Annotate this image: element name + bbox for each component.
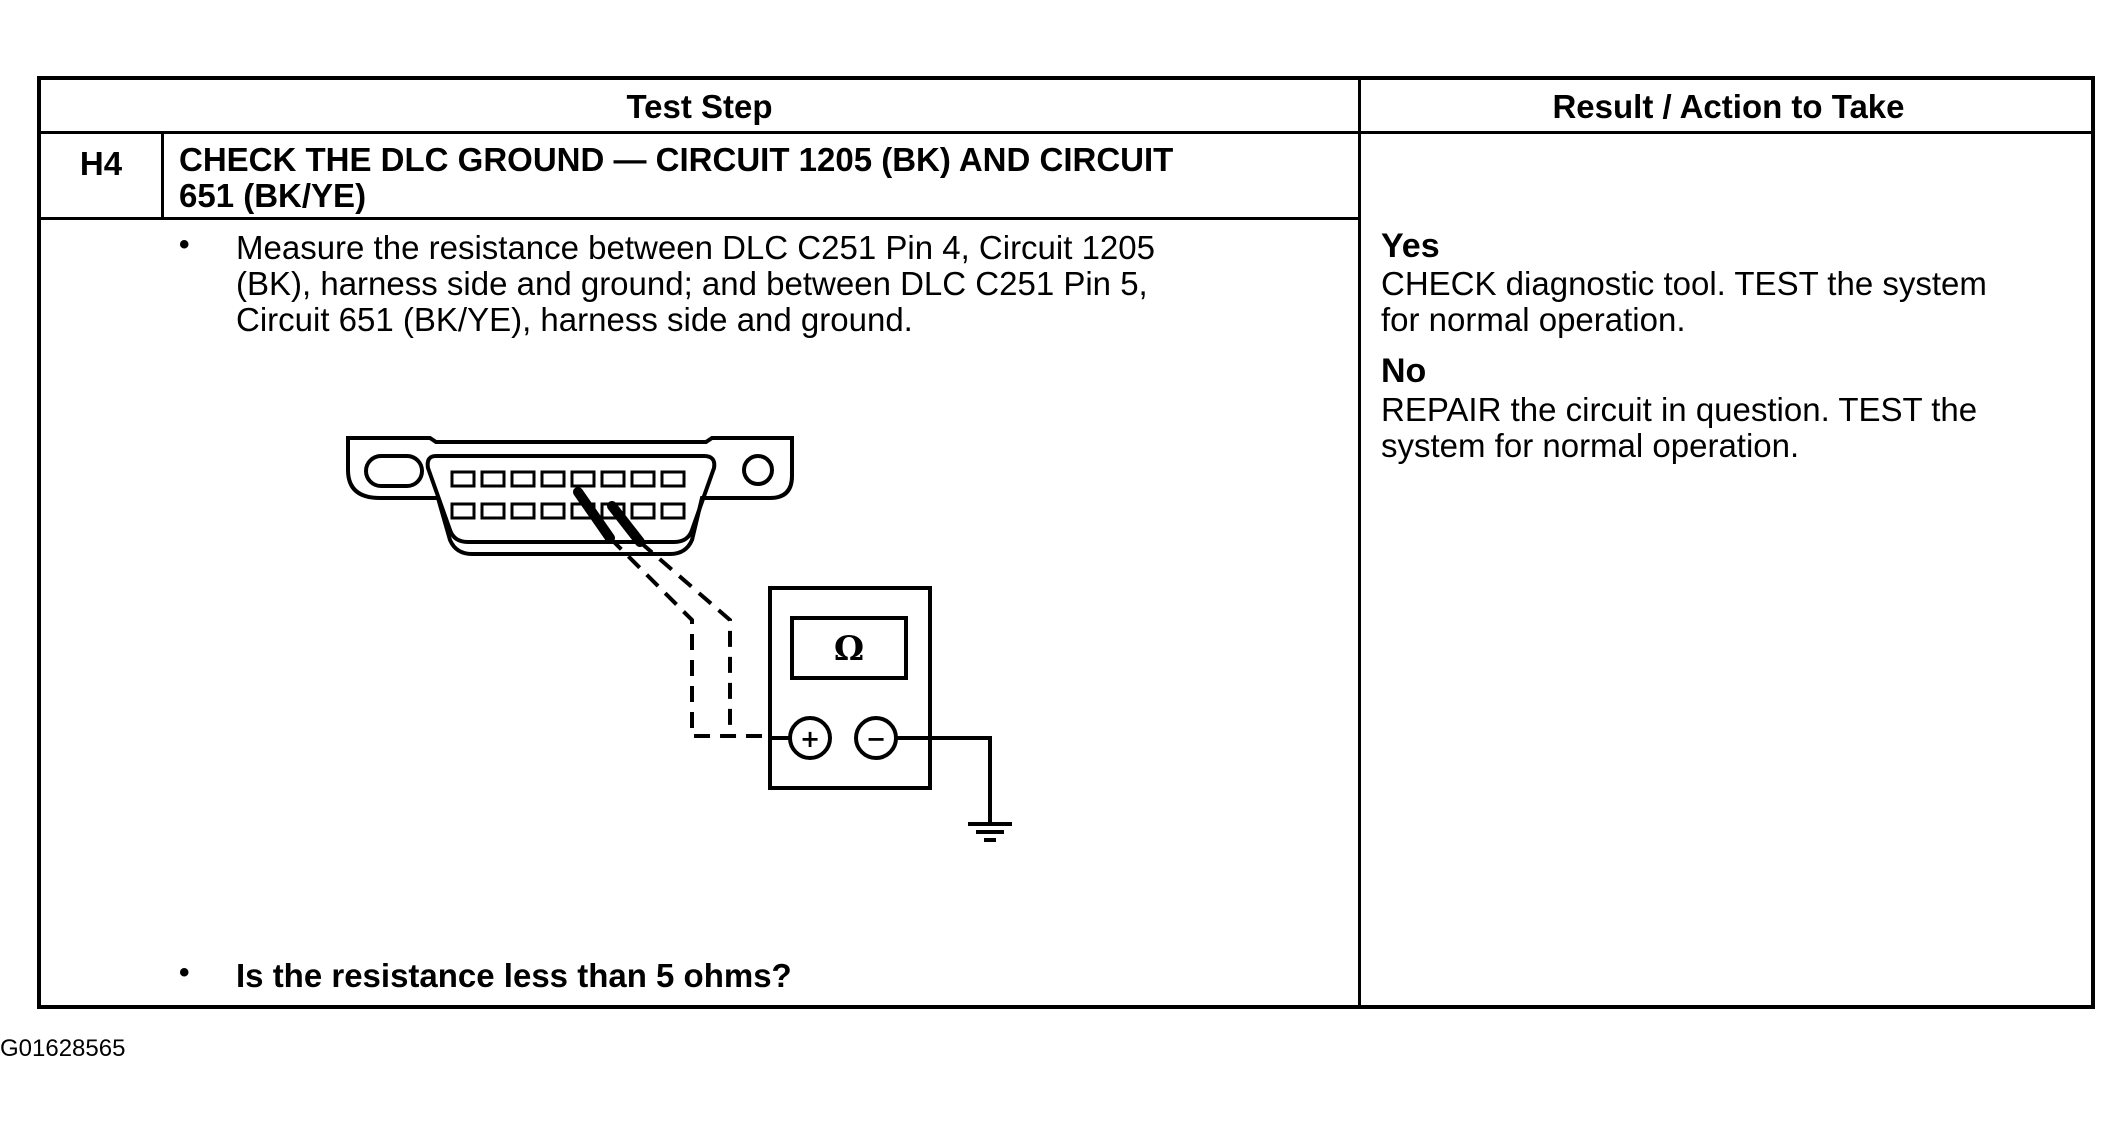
result-no-text: REPAIR the circuit in question. TEST the… (1381, 392, 2101, 464)
result-yes-text: CHECK diagnostic tool. TEST the system f… (1381, 266, 2101, 338)
dlc-connector-face (425, 454, 717, 544)
ground-icon (968, 822, 1012, 842)
result-yes-label: Yes (1381, 227, 1440, 265)
step-id: H4 (79, 145, 123, 182)
header-test-step: Test Step (626, 87, 773, 125)
dlc-pin-rows (450, 470, 686, 520)
header-divider (41, 131, 2095, 134)
result-line: CHECK diagnostic tool. TEST the system (1381, 265, 1987, 302)
result-line: system for normal operation. (1381, 427, 1800, 464)
bullet-icon: • (179, 228, 190, 261)
dlc-connector-housing (346, 436, 794, 556)
mounting-slot-icon (364, 454, 424, 488)
step-id-divider (161, 131, 164, 217)
bullet-icon: • (179, 956, 190, 989)
instruction-line: Circuit 651 (BK/YE), harness side and gr… (236, 301, 913, 338)
column-divider (1358, 80, 1361, 1009)
ohmmeter-body (768, 586, 932, 790)
result-line: REPAIR the circuit in question. TEST the (1381, 391, 1978, 428)
result-no-label: No (1381, 352, 1427, 390)
figure-id: G01628565 (0, 1035, 126, 1062)
ohm-symbol-icon: Ω (834, 629, 864, 669)
test-leads (608, 536, 770, 738)
dlc-ohmmeter-diagram: Ω + − (346, 436, 1012, 842)
step-title-line: 651 (BK/YE) (179, 177, 367, 214)
instruction-text: Measure the resistance between DLC C251 … (236, 230, 1346, 338)
step-title: CHECK THE DLC GROUND — CIRCUIT 1205 (BK)… (179, 142, 1349, 214)
header-result-action: Result / Action to Take (1552, 87, 1905, 125)
ohmmeter-display (790, 616, 908, 680)
probe-tips (573, 487, 645, 547)
test-step-table: Test Step Result / Action to Take H4 CHE… (37, 76, 2095, 1009)
plus-sign: + (800, 725, 820, 753)
step-title-line: CHECK THE DLC GROUND — CIRCUIT 1205 (BK)… (179, 141, 1174, 178)
instruction-line: (BK), harness side and ground; and betwe… (236, 265, 1148, 302)
result-line: for normal operation. (1381, 301, 1686, 338)
minus-sign: − (866, 725, 886, 753)
question-text: Is the resistance less than 5 ohms? (236, 957, 792, 994)
title-divider (41, 217, 1358, 220)
instruction-line: Measure the resistance between DLC C251 … (236, 229, 1155, 266)
mounting-hole-icon (742, 454, 774, 486)
